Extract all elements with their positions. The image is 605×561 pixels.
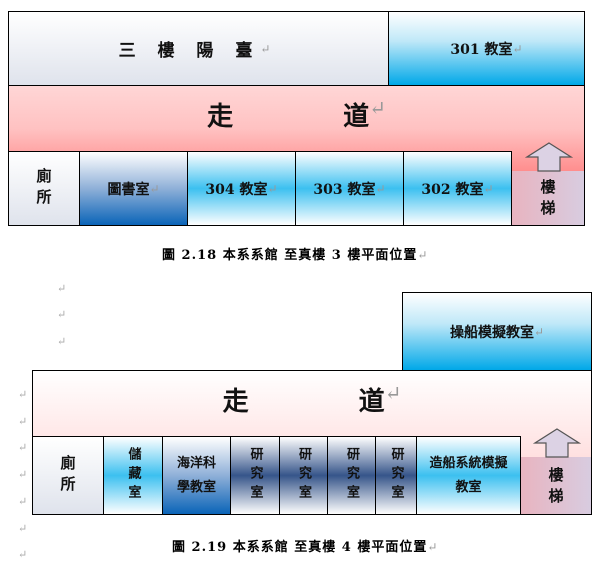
room-303: 303 教室↵ (295, 151, 404, 226)
toilet-4f: 廁所 (32, 436, 104, 515)
room-304: 304 教室↵ (187, 151, 296, 226)
lab-label: 研究室 (296, 447, 311, 504)
research-room-2: 研究室 (279, 436, 328, 515)
research-room-3: 研究室 (327, 436, 376, 515)
stairs-label: 樓梯 (546, 466, 565, 509)
room-303-label: 303 教室 (313, 181, 376, 198)
room-301-label: 301 教室 (450, 41, 513, 58)
toilet-label: 廁所 (58, 454, 77, 497)
balcony-label: 三 樓 陽 臺 (118, 41, 261, 61)
shipbuild-label: 造船系統模擬教室 (429, 455, 508, 495)
ship-sim-label: 操船模擬教室 (449, 324, 534, 341)
stairs-3f: 樓梯 (511, 171, 585, 226)
room-304-label: 304 教室 (205, 181, 268, 198)
research-room-1: 研究室 (230, 436, 280, 515)
caption-text: 圖 2.18 本系系館 至真樓 3 樓平面位置 (162, 248, 418, 263)
figure-caption-2-18: 圖 2.18 本系系館 至真樓 3 樓平面位置↵ (162, 248, 429, 263)
balcony-3f: 三 樓 陽 臺↵ (8, 11, 389, 86)
library-label: 圖書室 (107, 181, 150, 198)
room-301: 301 教室↵ (388, 11, 585, 86)
lab-label: 研究室 (388, 447, 404, 504)
corridor-label-b: 道 (343, 102, 370, 132)
ship-sim-room: 操船模擬教室↵ (402, 292, 592, 371)
room-302-label: 302 教室 (421, 181, 484, 198)
caption-text: 圖 2.19 本系系館 至真樓 4 樓平面位置 (172, 540, 428, 555)
research-room-4: 研究室 (375, 436, 417, 515)
corridor-label-a: 走 (207, 102, 234, 132)
corridor-label-b: 道 (358, 387, 385, 417)
toilet-label: 廁所 (34, 167, 53, 210)
lab-label: 研究室 (247, 447, 263, 504)
stairs-4f: 樓梯 (520, 457, 592, 515)
toilet-3f: 廁所 (8, 151, 80, 226)
ocean-label: 海洋科學教室 (176, 455, 216, 495)
up-arrow-icon (525, 142, 573, 172)
storage-room: 儲藏室 (103, 436, 163, 515)
ocean-science-room: 海洋科學教室 (162, 436, 231, 515)
stairs-label: 樓梯 (538, 179, 557, 221)
shipbuilding-sim-room: 造船系統模擬教室 (416, 436, 521, 515)
room-302: 302 教室↵ (403, 151, 512, 226)
lab-label: 研究室 (344, 447, 359, 504)
corridor-label-a: 走 (222, 387, 249, 417)
library: 圖書室↵ (79, 151, 188, 226)
up-arrow-icon (533, 428, 581, 458)
storage-label: 儲藏室 (125, 447, 141, 504)
figure-caption-2-19: 圖 2.19 本系系館 至真樓 4 樓平面位置↵ (172, 540, 439, 555)
